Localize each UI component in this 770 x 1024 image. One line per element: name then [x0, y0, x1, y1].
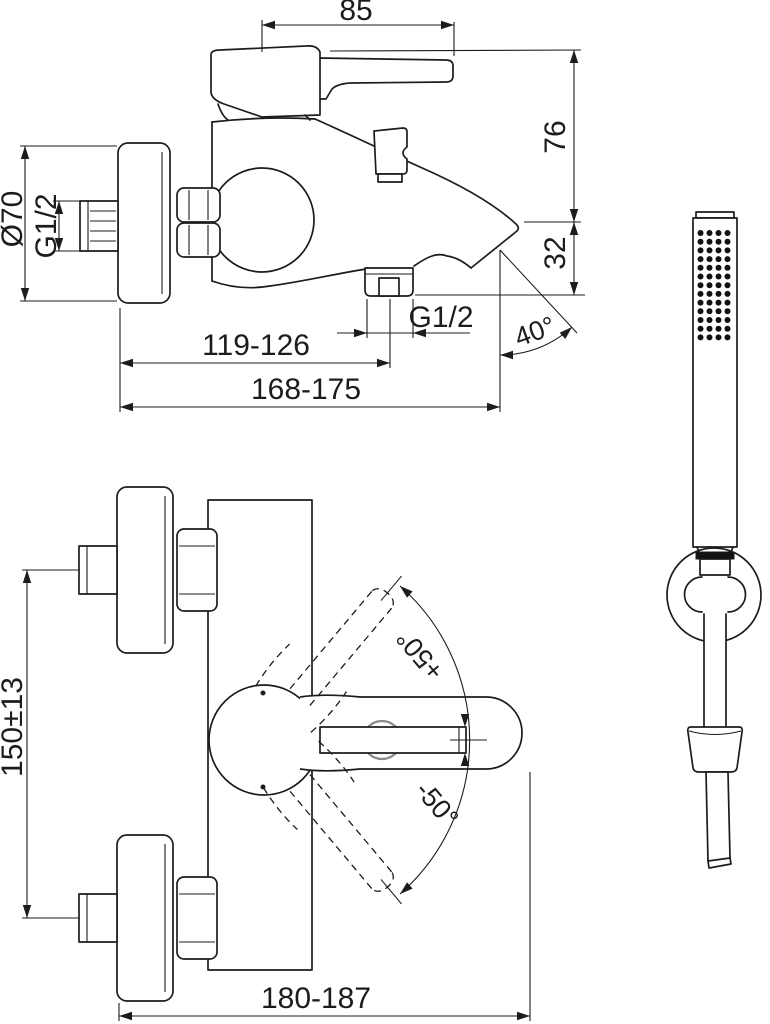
shower-outlet	[364, 267, 414, 297]
hose-connector	[683, 551, 747, 613]
lever-rotated-down	[262, 740, 402, 905]
plan-view: +50° -50°	[0, 486, 531, 1021]
side-view: 85 76 32 Ø70 G1/2	[0, 0, 585, 412]
dim-119-126-label: 119-126	[202, 329, 310, 362]
dimension-escutcheon-diameter: Ø70	[0, 145, 117, 302]
thread-outlet-label: G1/2	[408, 301, 473, 334]
thread-inlet-label: G1/2	[30, 193, 63, 258]
dim-180-187-label: 180-187	[261, 982, 371, 1015]
dimension-outlet-thread: G1/2	[337, 299, 474, 368]
mixer-body	[209, 117, 520, 289]
angle-spout: 40°	[499, 249, 578, 412]
cartridge-circle	[209, 167, 315, 273]
dimension-spout-center: 119-126	[119, 308, 390, 412]
body-dot-top	[260, 690, 266, 696]
dimension-body-height: 76 32	[415, 50, 585, 296]
spout	[314, 118, 520, 269]
hand-shower	[666, 211, 762, 869]
dim-168-175-label: 168-175	[251, 373, 361, 406]
supply-nipple	[79, 200, 119, 252]
lever-plan	[319, 726, 467, 754]
dim-76-label: 76	[539, 120, 572, 153]
dim-dia70-label: Ø70	[0, 191, 29, 248]
dimension-handle-width: 85	[261, 0, 582, 56]
dimension-overall-width: 180-187	[118, 772, 531, 1021]
dim-32-label: 32	[539, 236, 572, 269]
lever-handle	[210, 45, 454, 121]
hex-nut-top	[176, 528, 218, 612]
angle-40-label: 40°	[511, 310, 560, 352]
lever-thickness-marks	[450, 714, 487, 766]
supply-nipple-top	[78, 545, 118, 595]
angle-plus50-label: +50°	[390, 623, 449, 686]
angle-minus50-label: -50°	[409, 775, 464, 832]
dimension-inlet-thread: G1/2	[30, 193, 80, 259]
shower-hose	[686, 613, 744, 869]
dim-150-label: 150±13	[0, 677, 29, 777]
shower-wand	[692, 211, 738, 553]
dim-85-label: 85	[339, 0, 372, 27]
hex-nut	[176, 187, 221, 258]
holder-clip	[683, 576, 747, 613]
dimension-inlet-spacing: 150±13	[0, 569, 79, 919]
wall-escutcheon-bottom	[116, 834, 174, 1002]
dimension-overall-depth: 168-175	[120, 373, 500, 412]
supply-nipple-bottom	[78, 893, 118, 943]
spray-face	[697, 230, 731, 341]
lever-rotated-up	[255, 575, 402, 733]
wall-escutcheon-top	[116, 486, 174, 654]
hex-nut-bottom	[176, 876, 218, 960]
hose-cone	[686, 726, 744, 773]
diverter-knob	[373, 127, 408, 183]
